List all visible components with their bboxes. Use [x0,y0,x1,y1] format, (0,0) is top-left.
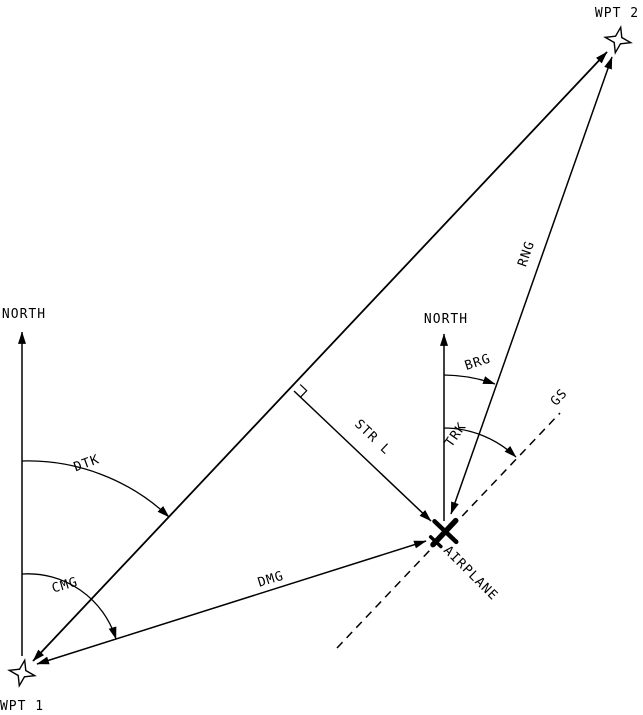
dmg-label: DMG [256,569,286,591]
dtk-label: DTK [72,452,102,475]
north-wpt1-label: NORTH [2,307,46,322]
rng-label: RNG [515,239,538,269]
airplane-icon [428,517,459,549]
cmg-angle-arc [21,573,117,640]
waypoint-1-star-icon [7,658,37,688]
steer-left-line [293,390,432,522]
distance-made-good-line [36,540,427,665]
brg-angle-arc [443,374,496,385]
cmg-label: CMG [50,575,80,597]
wpt1-label: WPT 1 [0,699,44,714]
airplane-label: AIRPLANE [440,543,501,604]
north-airplane-label: NORTH [424,312,468,327]
waypoint-2-star-icon [603,25,633,55]
gs-label: GS [548,386,571,409]
right-angle-icon [299,384,308,398]
range-line [450,56,613,515]
desired-track-line [32,51,608,662]
dtk-angle-arc [21,460,170,518]
trk-angle-arc [443,427,517,458]
wpt2-label: WPT 2 [595,6,639,21]
trk-label: TRK [442,420,469,450]
brg-label: BRG [463,351,493,373]
